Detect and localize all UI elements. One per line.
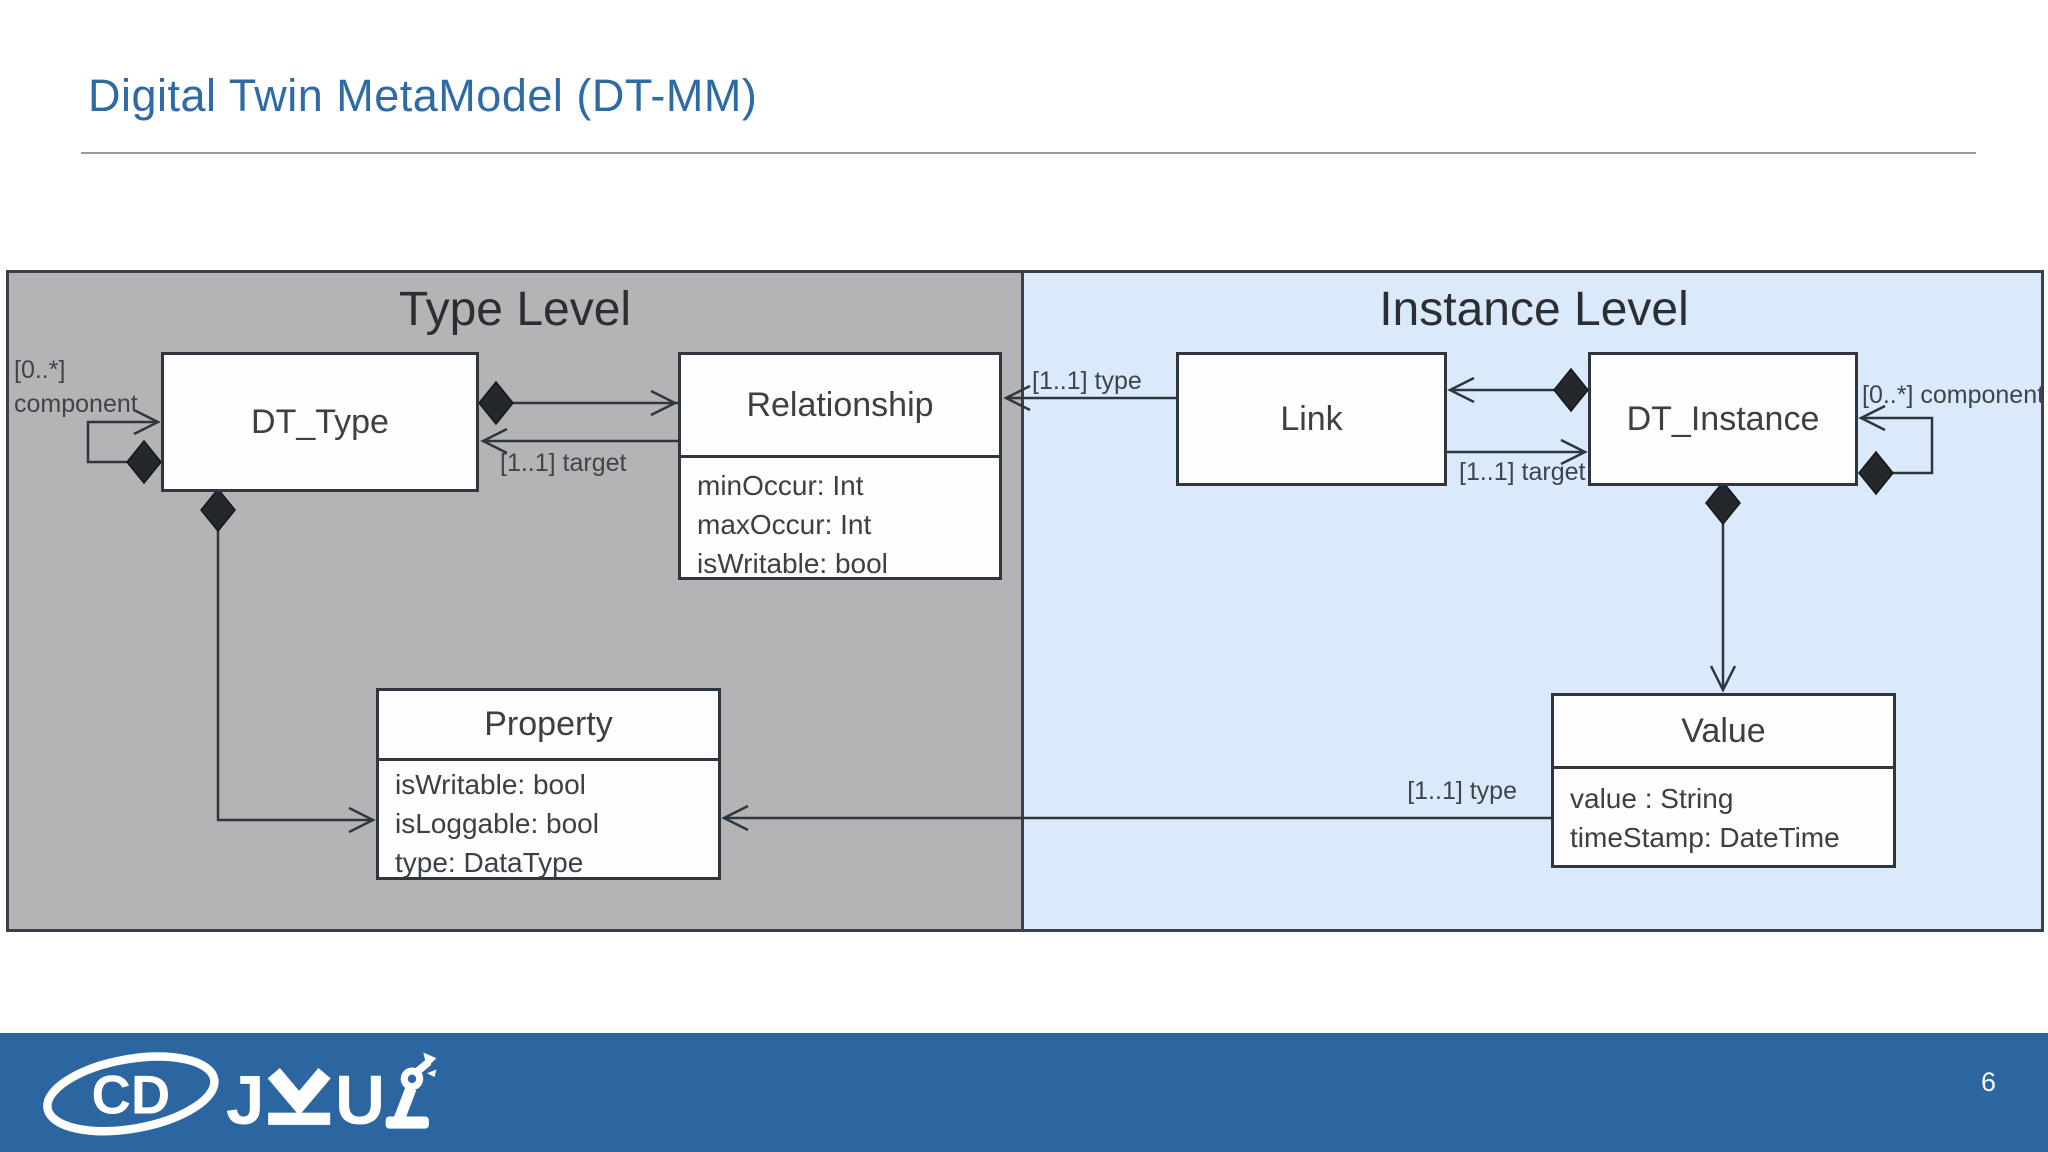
class-box-dt-instance: DT_Instance [1588, 352, 1858, 486]
logo-letter-j: J [226, 1061, 265, 1139]
logo-letter-u: U [335, 1061, 385, 1139]
role-label-target: [1..1] target [1459, 458, 1586, 486]
role-label-target: [1..1] target [500, 449, 627, 477]
attribute-row: isLoggable: bool [395, 808, 599, 839]
class-box-link: Link [1176, 352, 1447, 486]
role-label-type: [1..1] type [1407, 777, 1517, 805]
type-level-header: Type Level [398, 283, 632, 336]
class-box-dt-type: DT_Type [161, 352, 479, 492]
title-underline [81, 152, 1976, 154]
class-title: Property [484, 705, 613, 743]
role-label-component: component [14, 390, 138, 418]
page-number: 6 [1980, 1067, 1996, 1097]
attribute-row: minOccur: Int [697, 470, 864, 501]
role-label-type: [1..1] type [1032, 367, 1142, 395]
footer-bar: CD J U 6 [0, 1033, 2048, 1152]
logo-orbit-ellipse [43, 1052, 219, 1136]
class-title: Link [1280, 399, 1343, 438]
university-logo: CD J U [43, 1052, 437, 1139]
attribute-row: maxOccur: Int [697, 509, 872, 540]
class-box-value: Value value : String timeStamp: DateTime [1551, 693, 1896, 868]
attribute-row: type: DataType [395, 847, 584, 878]
attribute-row: value : String [1570, 783, 1734, 814]
attribute-row: isWritable: bool [395, 769, 586, 800]
robot-arm-icon [385, 1052, 437, 1129]
page-title: Digital Twin MetaModel (DT-MM) [88, 70, 758, 121]
logo-letters-cd: CD [92, 1065, 171, 1126]
class-title: Relationship [746, 385, 934, 424]
role-label-component: [0..*] component [1862, 381, 2045, 409]
class-title: Value [1681, 711, 1766, 750]
class-attributes: isWritable: bool isLoggable: bool type: … [379, 758, 718, 882]
class-box-relationship: Relationship minOccur: Int maxOccur: Int… [678, 352, 1002, 580]
class-attributes: value : String timeStamp: DateTime [1554, 766, 1893, 865]
attribute-row: isWritable: bool [697, 548, 888, 579]
logo-letter-m-glyph [267, 1068, 331, 1125]
class-title: DT_Type [251, 402, 389, 441]
attribute-row: timeStamp: DateTime [1570, 822, 1840, 853]
class-attributes: minOccur: Int maxOccur: Int isWritable: … [681, 455, 999, 583]
multiplicity-label: [0..*] [14, 356, 66, 384]
class-box-property: Property isWritable: bool isLoggable: bo… [376, 688, 721, 880]
class-title: DT_Instance [1626, 399, 1820, 438]
instance-level-header: Instance Level [1379, 283, 1689, 336]
